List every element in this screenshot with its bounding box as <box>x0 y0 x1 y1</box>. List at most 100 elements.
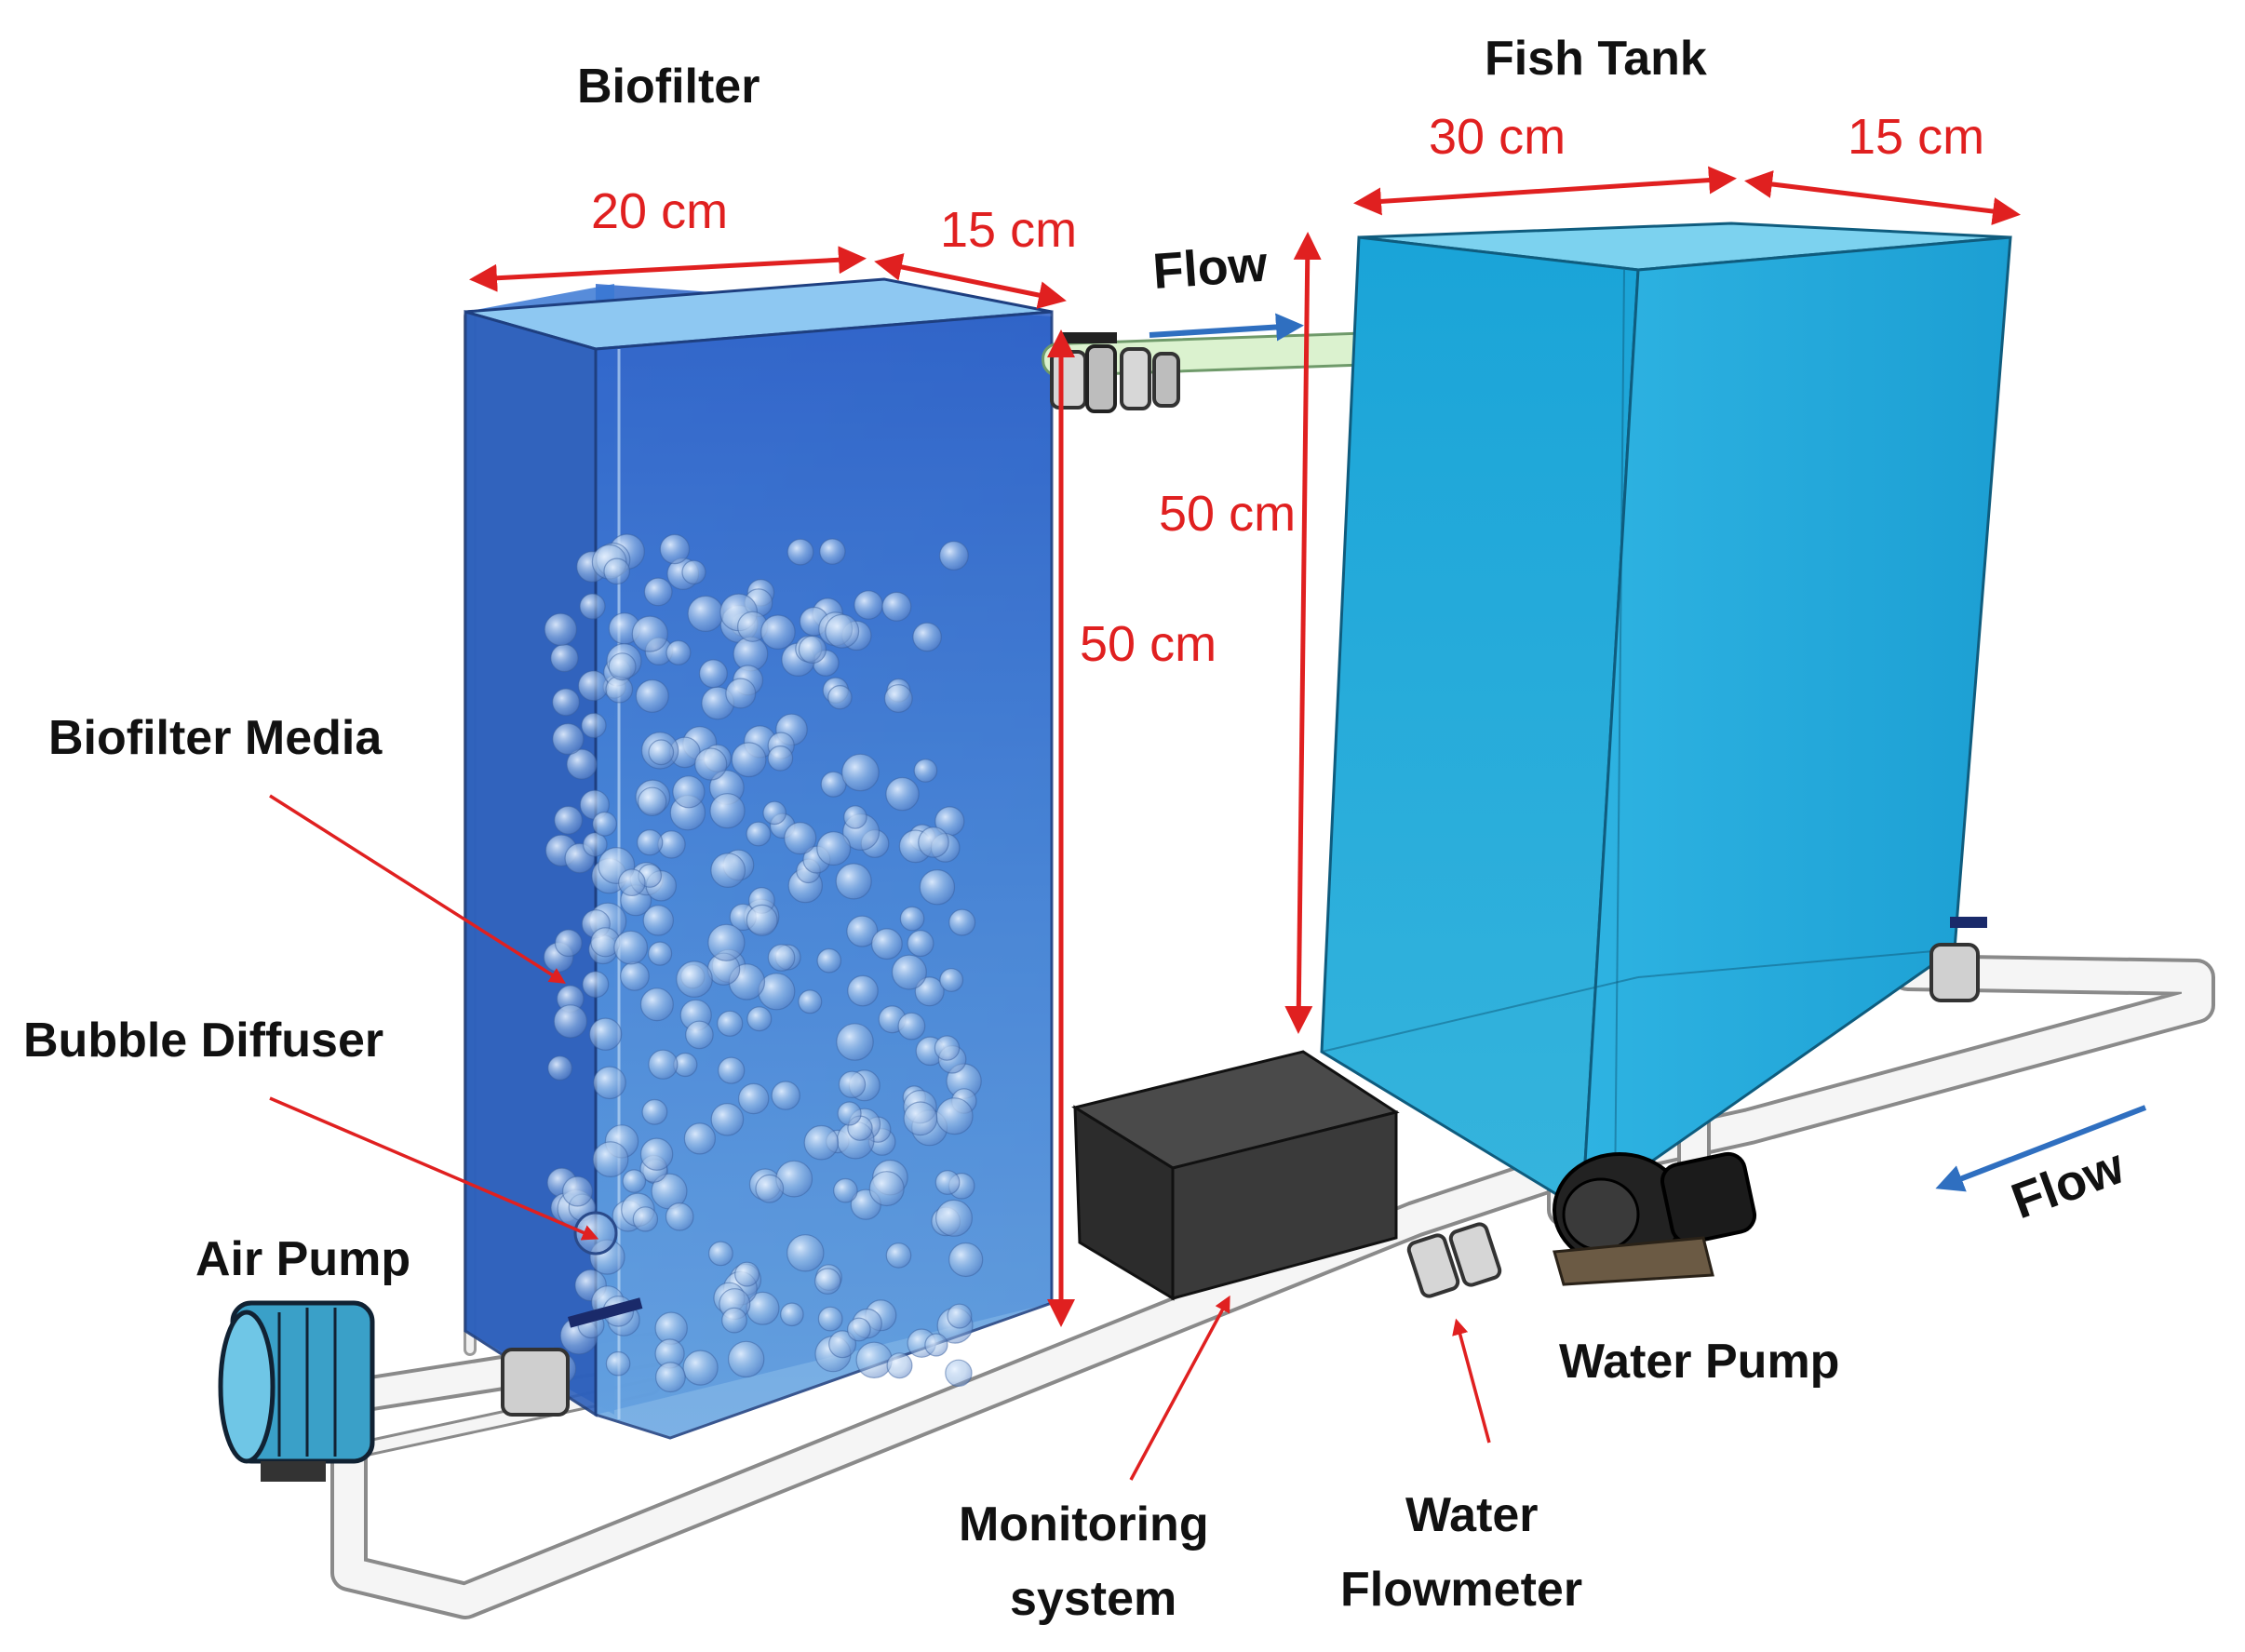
monitoring-pointer <box>1129 1295 1230 1481</box>
water-flowmeter <box>1406 1222 1502 1298</box>
media-ball <box>948 1242 984 1278</box>
media-ball <box>639 987 674 1022</box>
union-fitting <box>1050 344 1180 413</box>
media-ball <box>827 685 853 710</box>
media-ball <box>681 559 706 584</box>
media-ball <box>836 1023 874 1061</box>
monitoring-label-line2: system <box>1010 1572 1176 1626</box>
media-ball <box>871 928 903 960</box>
media-ball <box>767 944 796 972</box>
media-ball <box>641 1098 668 1125</box>
media-ball <box>746 1006 773 1032</box>
media-ball <box>603 557 630 585</box>
media-ball <box>798 989 823 1014</box>
fish-tank-title: Fish Tank <box>1485 32 1707 86</box>
media-ball <box>934 1170 961 1195</box>
media-ball <box>554 805 584 835</box>
media-ball <box>613 930 649 965</box>
flow-arrows <box>1149 313 2147 1192</box>
fish-tank <box>1320 222 2012 1214</box>
media-ball <box>582 971 610 999</box>
media-ball <box>547 1055 572 1081</box>
media-ball <box>947 1303 973 1329</box>
flow-label-top: Flow <box>1151 235 1270 300</box>
media-ball <box>828 1330 857 1359</box>
media-ball <box>553 1004 588 1039</box>
media-ball <box>593 1066 626 1100</box>
media-ball <box>721 1307 747 1334</box>
media-ball <box>891 954 927 990</box>
media-pointer <box>269 794 566 984</box>
media-ball <box>784 821 817 855</box>
tank-height-arrow <box>1284 232 1322 1034</box>
media-ball <box>639 1137 674 1171</box>
media-ball <box>913 759 938 783</box>
media-ball <box>780 1302 804 1327</box>
media-ball <box>665 1202 694 1231</box>
media-ball <box>767 745 794 772</box>
media-ball <box>710 853 746 888</box>
media-ball <box>919 869 956 906</box>
media-ball <box>841 753 880 792</box>
media-ball <box>725 678 757 709</box>
media-ball <box>746 821 772 847</box>
media-ball <box>647 941 673 966</box>
media-ball <box>682 1350 719 1386</box>
media-ball <box>622 1169 647 1193</box>
water-pump-label: Water Pump <box>1559 1335 1839 1389</box>
tank-height-label: 50 cm <box>1159 486 1296 542</box>
air-pump <box>218 1300 375 1482</box>
media-ball <box>846 915 879 947</box>
media-ball <box>638 786 667 817</box>
biofilter-height-label: 50 cm <box>1080 616 1217 672</box>
media-ball <box>803 1124 840 1161</box>
media-ball <box>738 1082 770 1115</box>
media-ball <box>907 930 934 958</box>
media-ball <box>881 591 912 622</box>
media-ball <box>885 1242 912 1269</box>
media-ball <box>642 905 675 936</box>
media-ball <box>934 1035 961 1061</box>
media-ball <box>755 1174 785 1203</box>
biofilter-title: Biofilter <box>577 60 760 114</box>
media-ball <box>883 684 913 713</box>
media-ball <box>710 1103 745 1136</box>
media-ball <box>579 593 606 620</box>
media-ball <box>643 577 673 607</box>
media-ball <box>731 742 767 778</box>
media-ball <box>718 1056 746 1084</box>
tank-width-label: 30 cm <box>1429 109 1566 165</box>
media-ball <box>605 1350 631 1377</box>
media-ball <box>816 831 852 866</box>
bubble-diffuser-label: Bubble Diffuser <box>23 1014 383 1068</box>
media-ball <box>620 960 650 991</box>
media-ball <box>786 538 814 566</box>
media-ball <box>544 612 578 647</box>
media-ball <box>637 829 664 856</box>
media-ball <box>843 805 867 829</box>
flow-arrow-top <box>1149 313 1304 342</box>
media-ball <box>683 1122 717 1155</box>
media-ball <box>835 863 872 900</box>
media-ball <box>825 613 860 649</box>
media-ball <box>924 1333 948 1357</box>
media-ball <box>886 1352 913 1379</box>
media-ball <box>771 1081 800 1110</box>
media-ball <box>847 1317 871 1342</box>
media-ball <box>676 960 713 998</box>
media-ball <box>632 1206 659 1232</box>
media-ball <box>655 1362 686 1393</box>
tank-width-arrow <box>1353 166 1737 216</box>
media-ball <box>847 974 879 1007</box>
media-ball <box>798 635 827 665</box>
media-ball <box>934 1199 973 1237</box>
media-ball <box>592 811 617 837</box>
media-ball <box>648 739 675 766</box>
media-ball <box>885 776 920 812</box>
media-ball <box>728 1340 765 1378</box>
flowmeter-label-line2: Flowmeter <box>1340 1563 1582 1617</box>
monitoring-label-line1: Monitoring <box>959 1498 1209 1551</box>
biofilter-width-label: 20 cm <box>591 183 728 239</box>
diffuser-pointer <box>269 1096 599 1241</box>
